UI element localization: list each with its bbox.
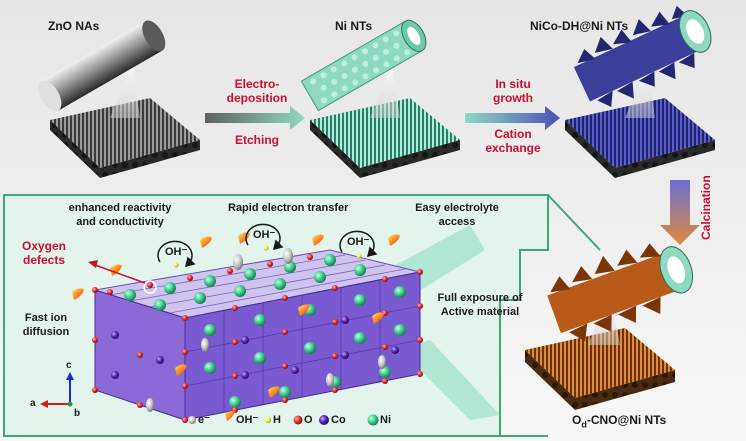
nico-foam-left — [565, 120, 615, 178]
arrow-calcination — [660, 180, 700, 245]
zno-zoom-cone — [110, 60, 140, 118]
arrow-in-situ-growth — [465, 106, 560, 130]
product-label-sub: d — [581, 419, 587, 430]
fast-ion-line1: Fast ion — [24, 312, 68, 324]
cno-foam-left — [525, 350, 575, 410]
arrow1-bottom: Etching — [235, 133, 279, 147]
axis-c-label: c — [66, 360, 72, 371]
easy-electrolyte-line1: Easy electrolyte — [415, 202, 499, 214]
rapid-electron-label: Rapid electron transfer — [228, 202, 349, 214]
zno-foam-right — [100, 140, 200, 178]
lattice-electrons — [146, 248, 386, 412]
legend-co-label: Co — [331, 414, 346, 426]
arrow1-top-line2: deposition — [226, 91, 288, 105]
arrow2-top-line1: In situ — [495, 77, 531, 91]
oxygen-defect-pointer-head — [88, 260, 98, 268]
arrow-electrodeposition — [205, 106, 305, 130]
oxygen-defect-pointer — [94, 264, 146, 284]
arrow2-bottom-line2: exchange — [485, 141, 541, 155]
legend-markers — [188, 410, 379, 426]
oh-label-2: OH⁻ — [253, 229, 276, 241]
fast-ion-line2: diffusion — [22, 326, 70, 338]
legend-electron-marker — [188, 416, 196, 424]
lattice-h-atoms — [173, 245, 362, 268]
cno-stage — [525, 243, 694, 410]
arrow2-bottom-line1: Cation — [494, 127, 532, 141]
legend-ni-marker — [367, 414, 379, 426]
legend-h-label: H — [273, 414, 281, 426]
zno-foam-left — [50, 120, 100, 178]
oh-cycle-arrows — [157, 223, 378, 268]
ni-nts-label: Ni NTs — [335, 19, 373, 33]
arrow2-top-line2: growth — [493, 91, 533, 105]
oxygen-defect-vacancy — [143, 280, 157, 294]
lattice-octahedra — [109, 254, 421, 412]
ni-foam-right — [360, 140, 460, 178]
legend-o-label: O — [304, 414, 313, 426]
lattice-co-atoms — [111, 316, 399, 379]
axis-a-label: a — [30, 398, 36, 409]
cno-foam-right — [575, 370, 675, 410]
oh-label-3: OH⁻ — [347, 236, 370, 248]
axis-b-label: b — [74, 408, 81, 419]
product-label: Od-CNO@Ni NTs — [572, 413, 667, 430]
full-exposure-line2: Active material — [440, 306, 520, 318]
enhanced-line1: enhanced reactivity — [68, 202, 172, 214]
ni-nanotube-stage — [300, 19, 460, 178]
legend-oh-marker — [225, 410, 235, 421]
ni-zoom-cone — [370, 64, 400, 118]
legend-electron-label: e⁻ — [198, 414, 210, 426]
axis-triad — [40, 372, 74, 408]
product-label-prefix: O — [572, 413, 582, 427]
arrow1-top-line1: Electro- — [234, 77, 280, 91]
crystal-lattice — [72, 223, 500, 423]
legend-oh-label: OH⁻ — [236, 414, 259, 426]
legend-ni-label: Ni — [380, 414, 391, 426]
ni-tube-wall-bottom — [400, 340, 500, 420]
oh-label-1: OH⁻ — [165, 246, 188, 258]
enhanced-line2: and conductivity — [76, 216, 164, 228]
easy-electrolyte-line2: access — [438, 216, 476, 228]
legend-co-marker — [319, 415, 329, 425]
nico-dh-stage — [565, 5, 715, 178]
calcination-label: Calcination — [699, 175, 713, 240]
lattice-o-atoms — [92, 254, 423, 423]
nico-dh-label: NiCo-DH@Ni NTs — [530, 19, 629, 33]
oxygen-defects-line1: Oxygen — [21, 239, 66, 253]
oxygen-defects-line2: defects — [22, 253, 66, 267]
full-exposure-line1: Full exposure of — [437, 292, 523, 304]
nico-tube — [573, 5, 712, 108]
zno-label: ZnO NAs — [48, 19, 100, 33]
ni-foam-left — [310, 120, 360, 178]
panel-callout-line — [547, 194, 601, 251]
legend-o-marker — [293, 415, 303, 425]
legend-h-marker — [265, 417, 271, 423]
product-label-suffix: -CNO@Ni NTs — [586, 413, 667, 427]
nico-foam-right — [615, 140, 715, 178]
oh-ion-trails — [72, 232, 400, 398]
ni-tube — [300, 19, 427, 112]
zno-rod — [38, 20, 166, 112]
cno-tube — [547, 243, 694, 342]
zno-nanoarray-stage — [38, 20, 200, 178]
